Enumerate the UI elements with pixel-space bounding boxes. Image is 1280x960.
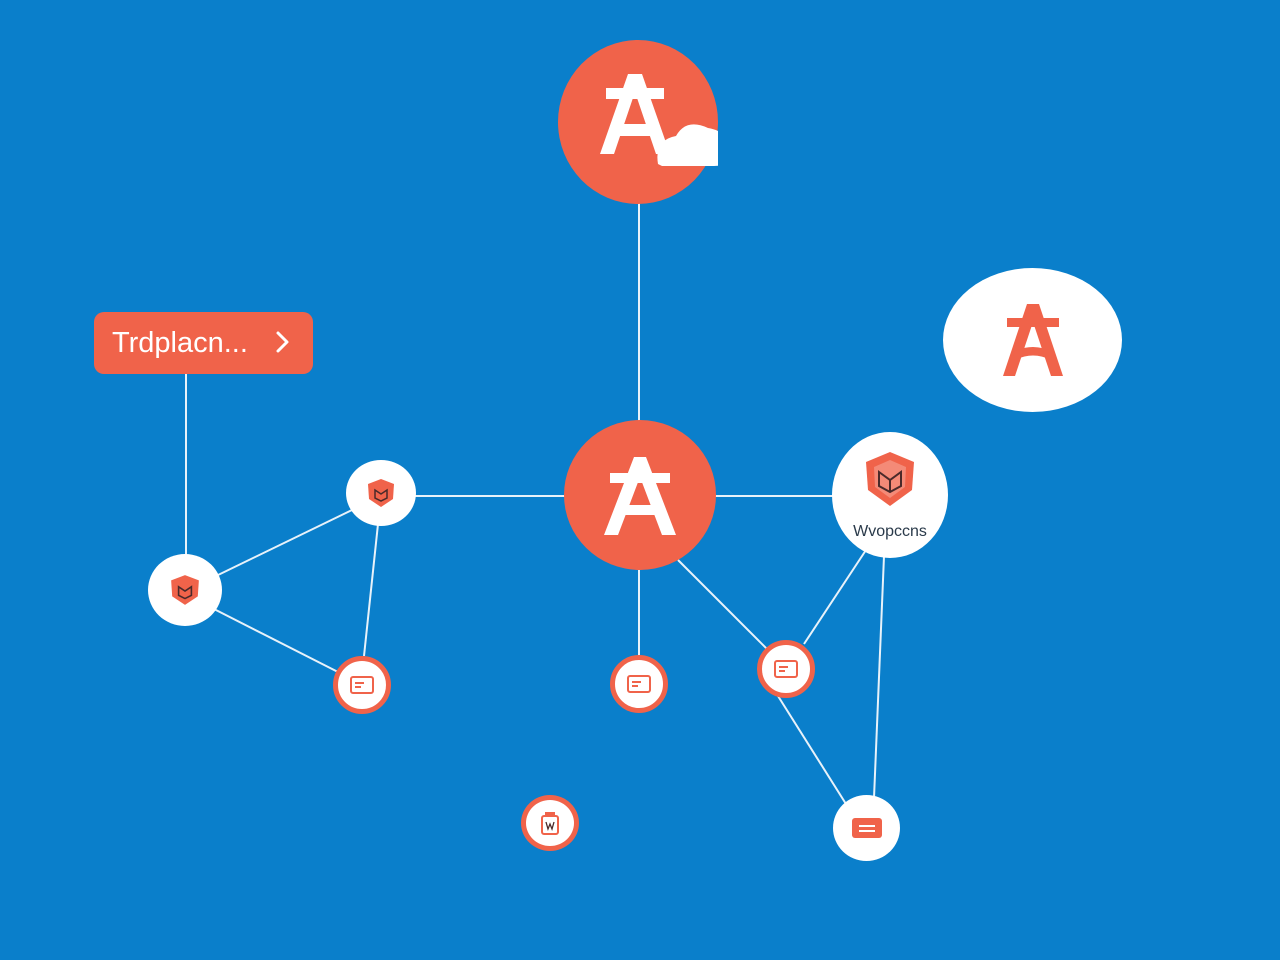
card-icon xyxy=(350,676,374,694)
hub-a-node[interactable] xyxy=(564,420,716,570)
trdplacn-button[interactable]: Trdplacn... xyxy=(94,312,313,374)
a-tower-icon xyxy=(604,457,676,535)
jar-icon xyxy=(541,812,559,835)
a-tower-icon xyxy=(1002,304,1063,376)
mid-left-shield-node[interactable] xyxy=(346,460,416,526)
edge-right-shield-bottom-right xyxy=(873,555,885,799)
shield-icon xyxy=(866,452,914,506)
edge-mid-left-card-left xyxy=(363,523,379,657)
edge-far-left-mid-left xyxy=(215,509,353,577)
shield-icon xyxy=(171,575,199,605)
shield-icon xyxy=(368,479,394,507)
trdplacn-button-label: Trdplacn... xyxy=(112,326,248,359)
card-left-node[interactable] xyxy=(333,656,391,714)
jar-node[interactable] xyxy=(521,795,579,851)
card-icon xyxy=(774,660,798,678)
far-left-shield-node[interactable] xyxy=(148,554,222,626)
edge-hub-card-right xyxy=(677,559,771,653)
edge-far-left-card-left xyxy=(211,607,339,673)
edge-right-shield-card-right xyxy=(803,549,867,645)
bottom-right-node[interactable] xyxy=(833,795,900,861)
card-icon xyxy=(851,818,882,838)
card-center-node[interactable] xyxy=(610,655,668,713)
right-shield-node[interactable] xyxy=(832,432,948,558)
card-icon xyxy=(627,675,651,693)
a-cloud-icon xyxy=(600,74,718,166)
right-bubble-node[interactable] xyxy=(943,268,1122,412)
chevron-right-icon xyxy=(276,331,289,353)
card-right-node[interactable] xyxy=(757,640,815,698)
edge-card-right-bottom-right xyxy=(777,695,847,805)
top-a-cloud-node[interactable] xyxy=(558,40,718,204)
w-node-label: Wvopccns xyxy=(853,523,927,540)
